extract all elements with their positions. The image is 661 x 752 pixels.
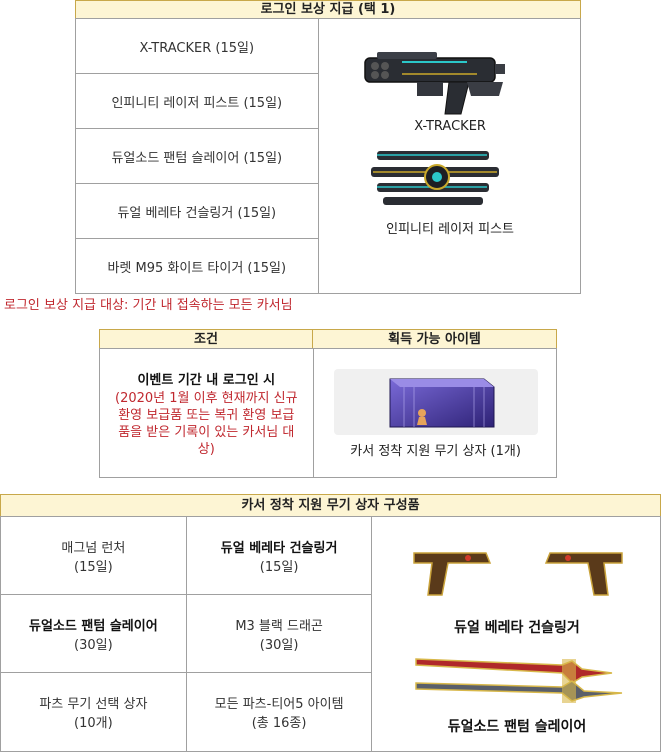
login-reward-header: 로그인 보상 지급 (택 1)	[75, 0, 581, 19]
dual-sword-image	[412, 653, 627, 703]
content-name: 모든 파츠-티어5 아이템	[214, 697, 344, 712]
infinity-laser-fist-image	[367, 143, 507, 218]
x-tracker-caption: X-TRACKER	[414, 119, 486, 134]
content-qty: (30일)	[259, 637, 299, 653]
x-tracker-image	[357, 44, 507, 119]
content-parts-weapon-box: 파츠 무기 선택 상자 (10개)	[0, 672, 187, 752]
content-qty: (총 16종)	[251, 716, 307, 731]
reward-item-dual-sword-phantom-slayer: 듀얼소드 팬텀 슬레이어 (15일)	[75, 128, 319, 184]
condition-header: 조건	[99, 329, 313, 349]
content-magnum-launcher: 매그넘 런처 (15일)	[0, 516, 187, 595]
reward-item-barrett-m95: 바렛 M95 화이트 타이거 (15일)	[75, 238, 319, 294]
dual-beretta-image	[408, 543, 628, 603]
content-name: 매그넘 런처	[61, 540, 126, 556]
obtainable-item-header: 획득 가능 아이템	[312, 329, 557, 349]
content-name: 듀얼소드 팬텀 슬레이어	[29, 618, 158, 634]
weapon-box-image	[333, 369, 538, 435]
content-name: 듀얼 베레타 건슬링거	[220, 540, 338, 556]
condition-cell: 이벤트 기간 내 로그인 시 (2020년 1월 이후 현재까지 신규 환영 보…	[99, 348, 314, 478]
reward-images-cell: X-TRACKER 인피니티 레이저 피스트	[317, 18, 582, 294]
reward-item-infinity-laser-fist: 인피니티 레이저 피스트 (15일)	[75, 73, 319, 129]
condition-title: 이벤트 기간 내 로그인 시	[137, 372, 276, 388]
content-m3-black-dragon: M3 블랙 드래곤 (30일)	[185, 594, 373, 673]
dual-beretta-caption: 듀얼 베레타 건슬링거	[454, 620, 580, 636]
contents-images-cell: 듀얼 베레타 건슬링거 듀얼소드 팬텀 슬레이어	[371, 516, 661, 752]
weapon-box-contents-header: 카서 정착 지원 무기 상자 구성품	[0, 494, 661, 517]
reward-item-x-tracker: X-TRACKER (15일)	[75, 18, 319, 74]
login-reward-note: 로그인 보상 지급 대상: 기간 내 접속하는 모든 카서님	[4, 298, 293, 313]
weapon-box-caption: 카서 정착 지원 무기 상자 (1개)	[350, 444, 521, 459]
content-name: 파츠 무기 선택 상자	[39, 697, 148, 712]
content-qty: (15일)	[74, 559, 113, 575]
content-qty: (10개)	[74, 716, 113, 731]
weapon-box-contents-table: 매그넘 런처 (15일) 듀얼 베레타 건슬링거 (15일) 듀얼 베레타 건슬…	[0, 516, 661, 752]
content-all-parts-tier5: 모든 파츠-티어5 아이템 (총 16종)	[185, 672, 373, 752]
login-reward-table: X-TRACKER (15일) X-TRACKER	[75, 18, 582, 294]
content-dual-sword: 듀얼소드 팬텀 슬레이어 (30일)	[0, 594, 187, 673]
reward-box-cell: 카서 정착 지원 무기 상자 (1개)	[312, 348, 558, 478]
dual-sword-caption: 듀얼소드 팬텀 슬레이어	[447, 719, 587, 735]
content-dual-beretta: 듀얼 베레타 건슬링거 (15일)	[185, 516, 373, 595]
content-name: M3 블랙 드래곤	[235, 618, 323, 634]
reward-item-dual-beretta-gunslinger: 듀얼 베레타 건슬링거 (15일)	[75, 183, 319, 239]
condition-detail: (2020년 1월 이후 현재까지 신규 환영 보급품 또는 복귀 환영 보급품…	[115, 390, 298, 457]
condition-table: 이벤트 기간 내 로그인 시 (2020년 1월 이후 현재까지 신규 환영 보…	[99, 348, 558, 478]
infinity-laser-fist-caption: 인피니티 레이저 피스트	[386, 222, 515, 237]
content-qty: (30일)	[74, 637, 113, 653]
content-qty: (15일)	[259, 559, 299, 575]
